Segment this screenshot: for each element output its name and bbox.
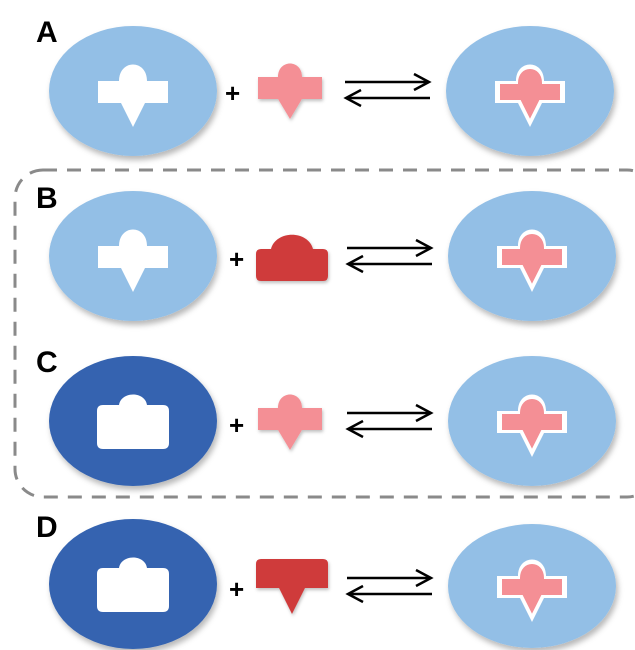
panel-label-c: C [36,346,58,379]
panel-d: D + [36,511,616,649]
panel-b: B + [36,182,616,321]
receptor-b [49,191,217,321]
ligand-b-red-rounded [256,234,328,281]
equilibrium-arrows-a [343,72,432,108]
equilibrium-arrows-d [345,568,434,604]
ligand-a-pink [258,63,322,119]
receptor-c [49,356,217,486]
complex-b [448,191,616,321]
panel-label-b: B [36,182,58,215]
equilibrium-arrows-b [345,238,434,274]
complex-d [448,524,616,648]
panel-label-a: A [36,16,58,49]
panel-a: A + [36,16,614,156]
plus-sign-c: + [229,410,244,440]
ligand-c-pink [258,394,322,450]
equilibrium-arrows-c [345,403,434,439]
complex-c [448,356,616,486]
ligand-d-red-pointed [256,559,328,614]
plus-sign-a: + [225,78,240,108]
dashed-group-border [13,168,635,499]
panel-label-d: D [36,511,58,544]
complex-a [446,26,614,156]
receptor-a [49,26,217,156]
plus-sign-b: + [229,244,244,274]
panel-c: C + [36,346,616,486]
receptor-d [49,519,217,649]
plus-sign-d: + [229,574,244,604]
